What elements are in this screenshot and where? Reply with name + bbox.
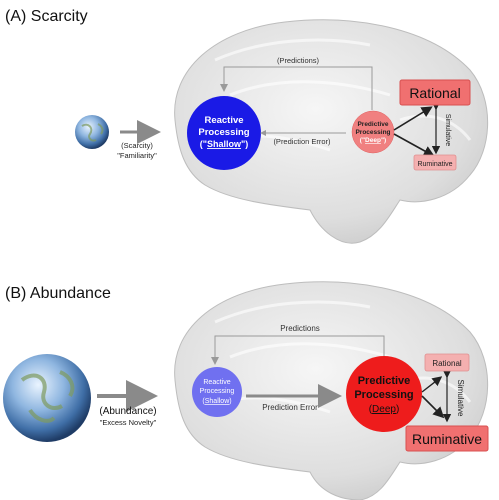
- reactive-label-b3: (Shallow): [202, 398, 231, 405]
- ruminative-label-b: Ruminative: [412, 431, 482, 447]
- simulative-label-a: Simulative: [444, 114, 451, 146]
- prediction-error-label-b: Prediction Error: [262, 403, 318, 412]
- input-label-a1: (Scarcity): [121, 141, 153, 150]
- panel-a: (Scarcity) "Familiarity" (Predictions) R…: [75, 19, 489, 244]
- arrow-to-ruminative-b: [421, 395, 445, 419]
- input-label-b2: "Excess Novelty": [100, 418, 157, 427]
- panel-b-title: (B) Abundance: [5, 285, 111, 302]
- predictions-line-a: [223, 66, 373, 110]
- reactive-label-a1: Reactive: [204, 115, 243, 126]
- arrow-to-rational-b: [421, 376, 443, 393]
- reactive-label-a2: Processing: [198, 127, 249, 138]
- ruminative-label-a: Ruminative: [417, 161, 452, 168]
- brain-a: [174, 19, 489, 244]
- panel-a-title: (A) Scarcity: [5, 8, 88, 25]
- predictive-node-a: [351, 110, 395, 154]
- predictive-node-b: [346, 356, 422, 432]
- ruminative-box-b: [405, 425, 489, 452]
- reactive-node-b: [192, 367, 242, 417]
- predictive-label-b1: Predictive: [358, 375, 411, 387]
- reactive-label-b1: Reactive: [203, 379, 230, 386]
- panel-b: (Abundance) "Excess Novelty" Predictions…: [3, 281, 489, 500]
- predictions-label-b: Predictions: [280, 324, 320, 333]
- rational-box-a: [399, 79, 471, 106]
- predictive-label-a2: Processing: [355, 129, 390, 136]
- predictions-label-a: (Predictions): [277, 56, 320, 65]
- predictive-label-a3: ("Deep"): [360, 137, 386, 144]
- earth-b: [3, 354, 91, 442]
- rational-box-b: [424, 353, 470, 372]
- reactive-label-b2: Processing: [200, 388, 235, 395]
- predictive-label-a1: Predictive: [357, 121, 388, 128]
- predictive-label-b3: (Deep): [369, 404, 400, 415]
- rational-label-a: Rational: [409, 85, 460, 101]
- input-label-b1: (Abundance): [99, 406, 156, 417]
- reactive-label-a3: ("Shallow"): [200, 139, 249, 149]
- predictive-label-b2: Processing: [354, 389, 413, 401]
- rational-label-b: Rational: [432, 359, 462, 368]
- prediction-error-label-a: (Prediction Error): [273, 137, 331, 146]
- arrow-to-ruminative-a: [393, 133, 435, 157]
- reactive-node-a: [187, 96, 261, 170]
- input-label-a2: "Familiarity": [117, 151, 157, 160]
- predictions-line-b: [214, 335, 385, 360]
- arrow-to-rational-a: [393, 106, 433, 131]
- simulative-label-b: Simulative: [456, 380, 465, 417]
- ruminative-box-a: [413, 154, 457, 171]
